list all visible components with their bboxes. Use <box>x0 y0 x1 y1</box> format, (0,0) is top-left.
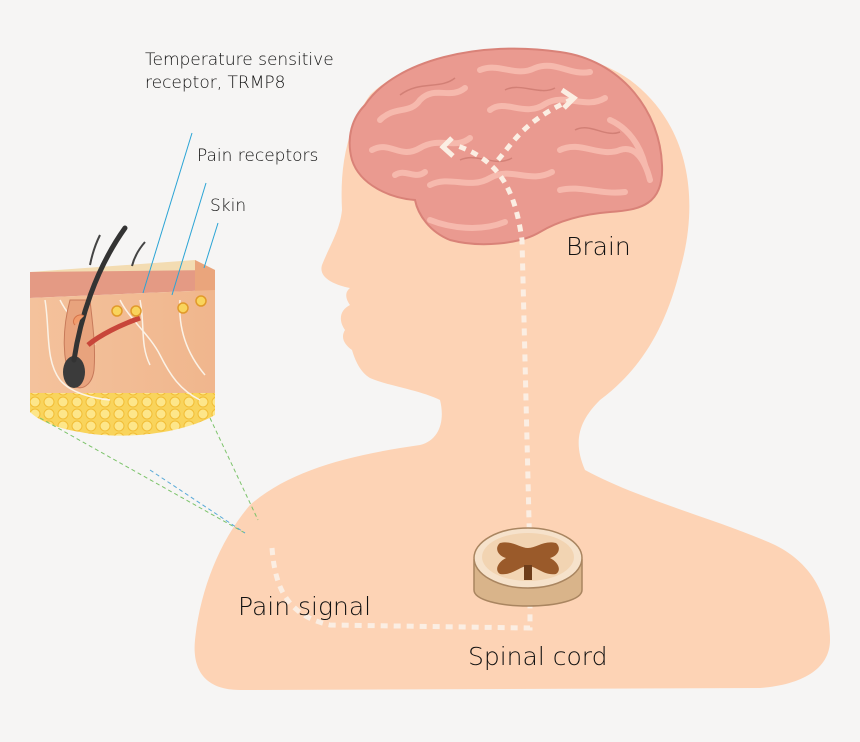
label-pain-signal: Pain signal <box>238 592 372 621</box>
receptor-markers <box>111 295 207 317</box>
brain-illustration <box>348 47 664 246</box>
label-brain: Brain <box>566 232 631 261</box>
body-silhouette <box>194 49 830 690</box>
label-skin: Skin <box>210 196 247 216</box>
leader-lines <box>142 132 219 296</box>
skin-cross-section <box>30 225 215 436</box>
zoom-lines <box>39 417 259 534</box>
label-spinal-cord: Spinal cord <box>468 642 608 671</box>
signal-arrowheads <box>439 87 578 158</box>
spinal-cord-cross-section <box>473 527 583 607</box>
label-temperature-receptor: Temperature sensitive receptor, TRMP8 <box>145 50 334 93</box>
signal-path <box>269 95 577 631</box>
label-pain-receptors: Pain receptors <box>197 146 319 166</box>
